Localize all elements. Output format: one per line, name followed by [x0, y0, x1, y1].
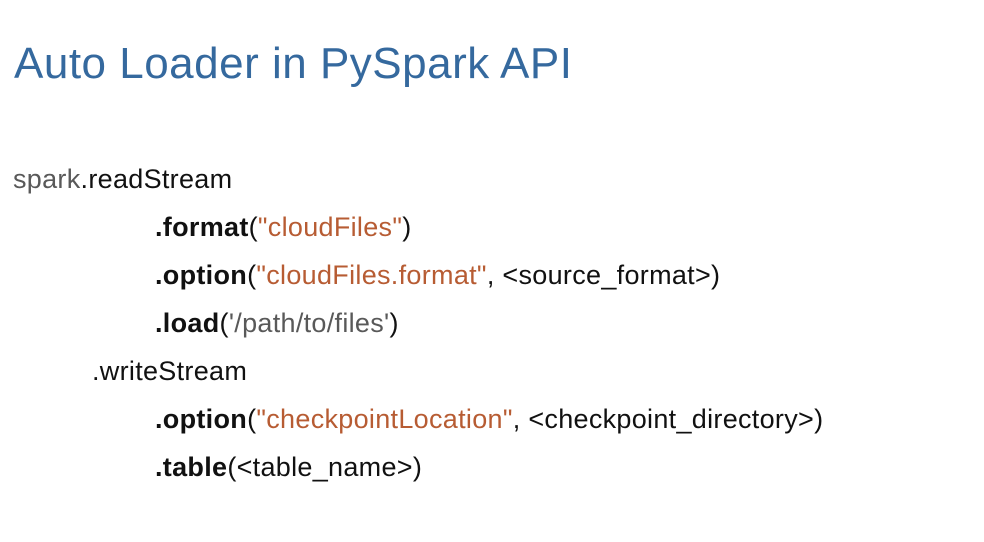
code-block: spark.readStream.format("cloudFiles").op…	[0, 155, 984, 491]
code-line-5: .option("checkpointLocation", <checkpoin…	[0, 395, 984, 443]
code-segment: , <source_format>)	[486, 260, 721, 290]
code-segment: .table	[155, 452, 228, 482]
code-segment: '/path/to/files'	[228, 308, 390, 338]
code-segment: )	[402, 212, 412, 242]
code-segment: spark	[13, 164, 81, 194]
code-line-1: .format("cloudFiles")	[0, 203, 984, 251]
code-segment: (<table_name>)	[227, 452, 423, 482]
code-segment: "cloudFiles.format"	[256, 260, 487, 290]
code-segment: .readStream	[80, 164, 233, 194]
code-segment: .writeStream	[92, 356, 248, 386]
code-segment: "cloudFiles"	[257, 212, 403, 242]
code-line-0: spark.readStream	[0, 155, 984, 203]
code-segment: (	[247, 260, 257, 290]
code-line-4: .writeStream	[0, 347, 984, 395]
code-segment: "checkpointLocation"	[256, 404, 513, 434]
slide-title: Auto Loader in PySpark API	[14, 39, 573, 89]
code-segment: .format	[155, 212, 249, 242]
code-segment: )	[389, 308, 399, 338]
code-segment: .option	[155, 404, 248, 434]
code-segment: .option	[155, 260, 248, 290]
code-segment: (	[219, 308, 229, 338]
code-segment: (	[247, 404, 257, 434]
code-segment: (	[248, 212, 258, 242]
code-line-3: .load('/path/to/files')	[0, 299, 984, 347]
code-line-6: .table(<table_name>)	[0, 443, 984, 491]
code-segment: , <checkpoint_directory>)	[512, 404, 824, 434]
code-line-2: .option("cloudFiles.format", <source_for…	[0, 251, 984, 299]
code-segment: .load	[155, 308, 220, 338]
